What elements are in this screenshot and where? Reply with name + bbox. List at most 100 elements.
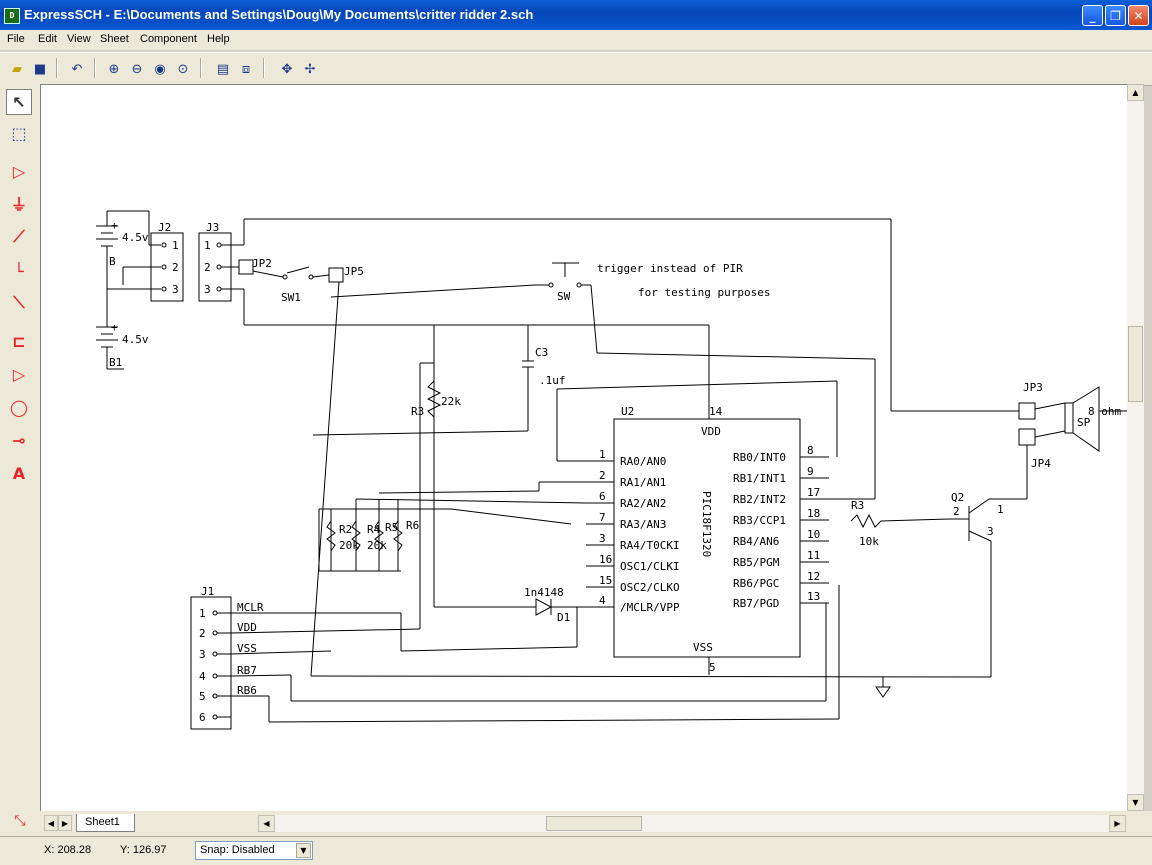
y-coordinate: Y: 126.97 <box>120 844 167 856</box>
wire-icon[interactable]: ⟋ <box>13 227 25 246</box>
chip-pin-number: 8 <box>807 444 814 457</box>
text-icon[interactable]: A <box>12 463 26 483</box>
chip-pin-number: 3 <box>599 532 606 545</box>
menu-edit[interactable]: Edit <box>38 33 57 45</box>
chip-pin-number: 4 <box>599 594 606 607</box>
svg-text:3: 3 <box>204 283 211 296</box>
battery-top-ref: B <box>109 255 116 268</box>
pan-icon[interactable]: ✥ <box>276 57 298 81</box>
restore-button[interactable]: ❐ <box>1105 5 1126 26</box>
schematic-drawing: + 4.5v B + 4.5v B1 J2 1 2 3 J3 1 2 3 JP2… <box>96 210 1128 730</box>
svg-text:J3: J3 <box>206 221 219 234</box>
tab-next-icon[interactable]: ▶ <box>58 815 72 831</box>
gate-icon[interactable]: ▷ <box>12 364 26 384</box>
chip-part-number: PIC18F1320 <box>700 491 713 557</box>
battery-bottom-label: 4.5v <box>122 333 149 346</box>
svg-text:+: + <box>111 219 118 232</box>
schematic-canvas[interactable]: + 4.5v B + 4.5v B1 J2 1 2 3 J3 1 2 3 JP2… <box>40 84 1129 813</box>
tab-prev-icon[interactable]: ◀ <box>44 815 58 831</box>
menu-view[interactable]: View <box>67 33 91 45</box>
buffer-icon[interactable]: ▷ <box>12 161 26 181</box>
svg-text:C3: C3 <box>535 346 548 359</box>
vertical-scroll-thumb[interactable] <box>1128 326 1143 402</box>
j1-pin-label: VDD <box>237 621 257 634</box>
horizontal-scrollbar[interactable]: ◀ ▶ <box>258 815 1126 832</box>
jp5 <box>328 267 344 283</box>
jp3 <box>1018 402 1036 420</box>
bus-icon[interactable]: └ <box>14 261 24 281</box>
scroll-right-icon[interactable]: ▶ <box>1109 815 1126 832</box>
select-arrow-icon[interactable]: ↖ <box>6 89 32 115</box>
j1-pin-label: VSS <box>237 642 257 655</box>
svg-text:U2: U2 <box>621 405 634 418</box>
vertical-scrollbar[interactable]: ▲ ▼ <box>1127 84 1144 811</box>
chip-pin-label: RA3/AN3 <box>620 518 666 531</box>
svg-text:3: 3 <box>172 283 179 296</box>
minimize-button[interactable]: _ <box>1082 5 1103 26</box>
x-coordinate: X: 208.28 <box>44 844 92 856</box>
zoom-fit-icon[interactable]: ⊙ <box>172 57 194 81</box>
zoom-select-icon[interactable]: ⬚ <box>11 123 27 143</box>
menu-help[interactable]: Help <box>207 33 230 45</box>
pan-center-icon[interactable]: ✢ <box>299 57 321 81</box>
title-bar: D ExpressSCH - E:\Documents and Settings… <box>0 0 1152 30</box>
note-trigger: trigger instead of PIR <box>597 262 743 275</box>
chip-pin-number: 9 <box>807 465 814 478</box>
chip-left-pins: 1RA0/AN02RA1/AN16RA2/AN27RA3/AN33RA4/T0C… <box>586 448 680 614</box>
j1-pin-label: MCLR <box>237 601 264 614</box>
chip-pin-label: RB6/PGC <box>733 577 779 590</box>
battery-top-label: 4.5v <box>122 231 149 244</box>
chip-pin-number: 17 <box>807 486 820 499</box>
save-icon[interactable]: ■ <box>29 57 51 81</box>
svg-text:1n4148: 1n4148 <box>524 586 564 599</box>
jp4 <box>1018 428 1036 446</box>
horizontal-scroll-thumb[interactable] <box>546 816 642 831</box>
snap-dropdown[interactable]: Snap: Disabled ▼ <box>195 841 313 860</box>
scroll-down-icon[interactable]: ▼ <box>1127 794 1144 811</box>
pin-icon[interactable]: ⊸ <box>12 430 26 450</box>
battery-bottom <box>96 266 161 370</box>
chevron-down-icon[interactable]: ▼ <box>296 843 311 858</box>
toolbar-separator <box>200 58 202 78</box>
svg-text:J1: J1 <box>201 585 214 598</box>
chip-pin-label: RA2/AN2 <box>620 497 666 510</box>
chip-pin-number: 18 <box>807 507 820 520</box>
svg-text:JP3: JP3 <box>1023 381 1043 394</box>
open-icon[interactable]: ▰ <box>6 57 28 81</box>
svg-text:VDD: VDD <box>701 425 721 438</box>
scroll-left-icon[interactable]: ◀ <box>258 815 275 832</box>
svg-text:2: 2 <box>204 261 211 274</box>
svg-text:20k: 20k <box>339 539 359 552</box>
scroll-up-icon[interactable]: ▲ <box>1127 84 1144 101</box>
tab-sheet1[interactable]: Sheet1 <box>76 814 135 832</box>
netlist-icon[interactable]: ⧈ <box>235 57 257 81</box>
menu-sheet[interactable]: Sheet <box>100 33 129 45</box>
zoom-window-icon[interactable]: ◉ <box>149 57 171 81</box>
undo-icon[interactable]: ↶ <box>66 57 88 81</box>
window-title: ExpressSCH - E:\Documents and Settings\D… <box>24 7 534 22</box>
zoom-in-icon[interactable]: ⊕ <box>103 57 125 81</box>
circle-icon[interactable]: ◯ <box>10 397 28 417</box>
battery-top <box>96 210 161 289</box>
properties-icon[interactable]: ▤ <box>212 57 234 81</box>
j1-pin-label: RB7 <box>237 664 257 677</box>
toolbar: ▰ ■ ↶ ⊕ ⊖ ◉ ⊙ ▤ ⧈ ✥ ✢ <box>0 52 1152 86</box>
menu-component[interactable]: Component <box>140 33 197 45</box>
svg-text:5: 5 <box>709 661 716 674</box>
svg-text:R3: R3 <box>411 405 424 418</box>
j1-pin-number: 5 <box>199 690 206 703</box>
chip-pin-label: RA0/AN0 <box>620 455 666 468</box>
close-button[interactable]: ✕ <box>1128 5 1149 26</box>
connect-icon[interactable]: ⤡ <box>14 813 26 829</box>
svg-text:R3: R3 <box>851 499 864 512</box>
ground-icon[interactable]: ⏚ <box>10 195 27 214</box>
svg-text:JP5: JP5 <box>344 265 364 278</box>
zoom-out-icon[interactable]: ⊖ <box>126 57 148 81</box>
svg-text:SW: SW <box>557 290 571 303</box>
menu-file[interactable]: File <box>7 33 25 45</box>
junction-wire-icon[interactable]: ⟍ <box>13 293 25 312</box>
chip-icon[interactable]: ⊏ <box>12 331 26 351</box>
svg-text:JP4: JP4 <box>1031 457 1051 470</box>
j1-pin-number: 1 <box>199 607 206 620</box>
